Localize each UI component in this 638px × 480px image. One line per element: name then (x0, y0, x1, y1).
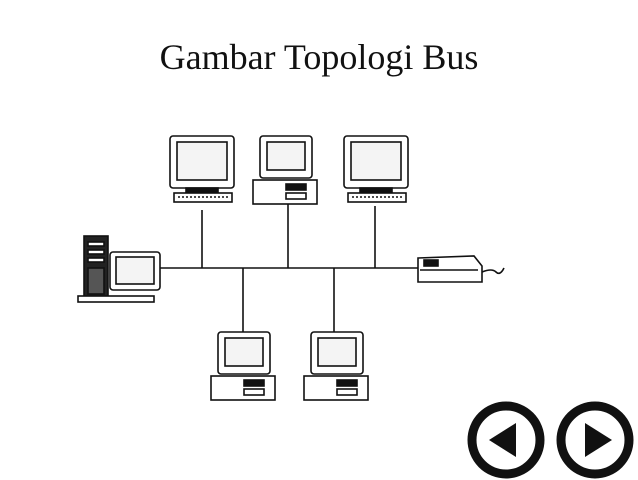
node-left-server (77, 235, 161, 303)
system-unit (303, 375, 369, 401)
keyboard (77, 295, 155, 303)
bus-cabling (160, 204, 418, 332)
drive-bay (285, 183, 307, 191)
node-top-left (169, 135, 235, 203)
drive-bay (243, 379, 265, 387)
printer-cable (481, 267, 505, 275)
page-title: Gambar Topologi Bus (159, 37, 479, 77)
system-unit (252, 179, 318, 205)
printer-panel (423, 259, 439, 267)
monitor-screen (317, 337, 357, 367)
tower-panel (87, 267, 105, 295)
drive-bay (243, 388, 265, 396)
drive-bay (285, 192, 307, 200)
monitor-screen (224, 337, 264, 367)
tower-drive (87, 249, 105, 255)
monitor-screen (350, 141, 402, 181)
system-unit (210, 375, 276, 401)
triangle-right-circle-icon (556, 401, 634, 479)
tower-drive (87, 257, 105, 263)
monitor-stand (185, 187, 219, 193)
node-right-printer (417, 255, 505, 283)
monitor-screen (115, 256, 155, 285)
monitor-screen (176, 141, 228, 181)
node-top-right (343, 135, 409, 203)
triangle-left-circle-icon (467, 401, 545, 479)
monitor-screen (266, 141, 306, 171)
monitor-stand (359, 187, 393, 193)
node-top-middle (252, 135, 318, 205)
previous-slide-button[interactable] (466, 400, 546, 480)
node-bottom-left (210, 331, 276, 401)
next-slide-button[interactable] (555, 400, 635, 480)
tower-drive (87, 241, 105, 247)
drive-bay (336, 379, 358, 387)
drive-bay (336, 388, 358, 396)
node-bottom-right (303, 331, 369, 401)
